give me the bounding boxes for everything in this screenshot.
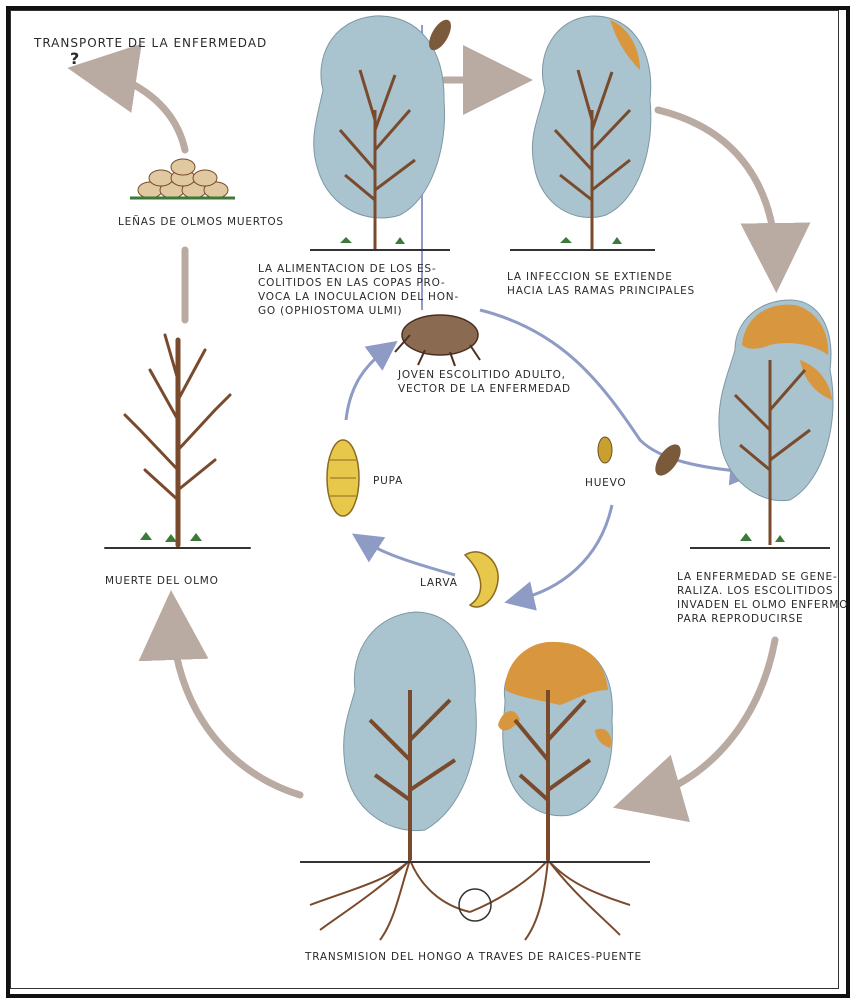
label-transport-question: ?: [70, 52, 80, 66]
insect-larva: [465, 552, 498, 607]
label-pupa: PUPA: [373, 474, 403, 488]
label-adult-beetle: JOVEN ESCOLITIDO ADULTO, VECTOR DE LA EN…: [398, 368, 571, 396]
arrow-to-root-trees: [640, 640, 775, 800]
label-death: MUERTE DEL OLMO: [105, 574, 219, 588]
label-transport: TRANSPORTE DE LA ENFERMEDAD: [34, 36, 267, 50]
tree-dead: [105, 335, 250, 548]
label-firewood: LEÑAS DE OLMOS MUERTOS: [118, 215, 284, 229]
tree-infection: [510, 16, 655, 250]
arrow-egg-to-larva: [516, 505, 612, 600]
arrow-to-generalized-tree: [658, 110, 776, 265]
insect-adult-beetle: [395, 315, 480, 366]
label-root-transmission: TRANSMISION DEL HONGO A TRAVES DE RAICES…: [305, 950, 642, 964]
arrow-larva-to-pupa: [362, 540, 455, 575]
insect-pupa: [327, 440, 359, 516]
insect-egg: [598, 437, 612, 463]
tree-feeding: [310, 16, 450, 250]
firewood-pile: [130, 159, 235, 198]
tree-root-healthy: [310, 612, 476, 940]
label-larva: LARVA: [420, 576, 458, 590]
arrow-to-dead-tree: [172, 618, 300, 795]
label-generalized: LA ENFERMEDAD SE GENE- RALIZA. LOS ESCOL…: [677, 570, 848, 626]
tree-root-infected: [470, 642, 630, 940]
label-infection: LA INFECCION SE EXTIENDE HACIA LAS RAMAS…: [507, 270, 695, 298]
tree-generalized: [690, 300, 833, 548]
label-egg: HUEVO: [585, 476, 626, 490]
arrow-pupa-to-adult: [346, 348, 388, 420]
label-feeding: LA ALIMENTACION DE LOS ES- COLITIDOS EN …: [258, 262, 459, 318]
arrow-firewood-to-transport: [95, 72, 185, 150]
